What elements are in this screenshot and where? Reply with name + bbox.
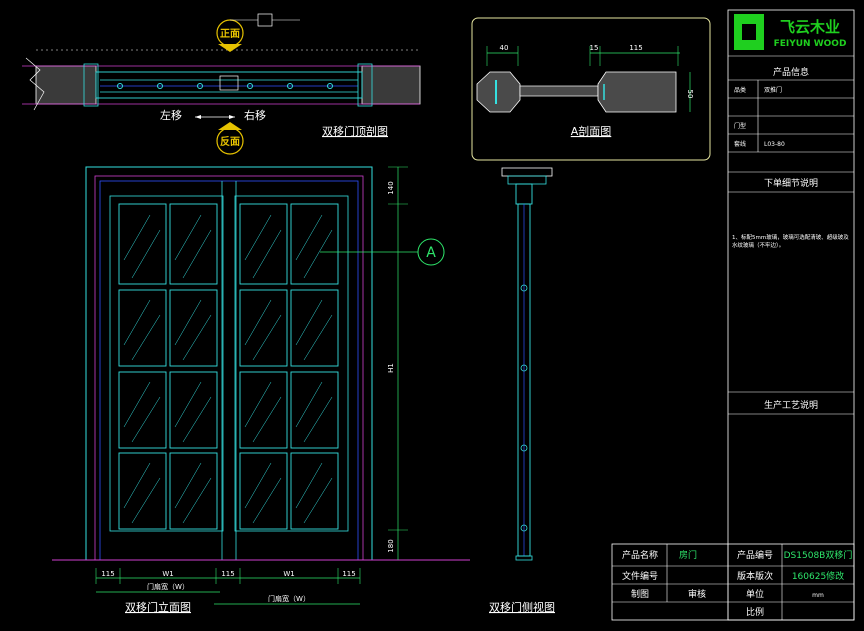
review-label: 审核 bbox=[688, 588, 706, 600]
leaf-width-b: 门扇宽（W） bbox=[268, 594, 310, 603]
dim-115: 115 bbox=[629, 44, 642, 52]
series-value: L03-80 bbox=[764, 141, 785, 148]
category-value: 双推门 bbox=[764, 86, 782, 94]
note-box: 1、标配5mm玻璃，玻璃可选配清玻、超级玻及水纹玻璃（不牢边）。 bbox=[732, 235, 849, 249]
brand-cn: 飞云木业 bbox=[780, 18, 840, 36]
title-block: 飞云木业 FEIYUN WOOD 产品信息 品类 双推门 门型 套线 L03-8… bbox=[727, 9, 855, 621]
dim-40: 40 bbox=[500, 44, 509, 52]
right-move-label: 右移 bbox=[244, 108, 266, 122]
side-view: 双移门侧视图 bbox=[489, 167, 555, 614]
unit-label: 单位 bbox=[746, 588, 764, 600]
door-elevation: A 140 H1 180 115 W1 115 W1 115 门扇宽（W） 门扇… bbox=[52, 166, 470, 614]
elevation-title: 双移门立面图 bbox=[125, 600, 191, 614]
callout-a: A bbox=[426, 245, 436, 261]
dim-115-b: 115 bbox=[221, 570, 234, 578]
section-a-title: A剖面图 bbox=[571, 124, 612, 138]
back-badge: 反面 bbox=[216, 122, 244, 155]
front-badge: 正面 bbox=[216, 19, 244, 52]
door-type-label: 门型 bbox=[734, 122, 746, 130]
dim-h1: H1 bbox=[387, 363, 395, 373]
product-info-heading: 产品信息 bbox=[773, 66, 809, 78]
version-label: 版本版次 bbox=[737, 570, 773, 582]
section-a-view: 40 15 115 50 A剖面图 bbox=[471, 17, 711, 161]
version-value: 160625修改 bbox=[792, 570, 844, 582]
lower-detail-heading: 下单细节说明 bbox=[764, 177, 818, 189]
scale-label: 比例 bbox=[746, 606, 764, 618]
dim-w1-b: W1 bbox=[283, 570, 294, 578]
front-badge-label: 正面 bbox=[220, 28, 240, 40]
process-heading: 生产工艺说明 bbox=[764, 399, 818, 411]
top-section-title: 双移门顶剖图 bbox=[322, 124, 388, 138]
dim-180: 180 bbox=[387, 539, 395, 552]
dim-15: 15 bbox=[590, 44, 599, 52]
note-text: 1、标配5mm玻璃，玻璃可选配清玻、超级玻及水纹玻璃（不牢边）。 bbox=[732, 235, 849, 249]
side-view-title: 双移门侧视图 bbox=[489, 600, 555, 614]
left-move-label: 左移 bbox=[160, 109, 182, 122]
back-badge-label: 反面 bbox=[220, 135, 240, 148]
leaf-width-a: 门扇宽（W） bbox=[147, 582, 189, 591]
product-code-label: 产品编号 bbox=[737, 549, 773, 561]
top-section-view: 正面 反面 左移 右移 双移门顶剖图 bbox=[22, 13, 421, 155]
product-code-value: DS1508B双移门 bbox=[784, 549, 853, 561]
dim-w1-a: W1 bbox=[162, 570, 173, 578]
brand-en: FEIYUN WOOD bbox=[774, 39, 847, 49]
product-name-label: 产品名称 bbox=[622, 549, 658, 561]
series-label: 套线 bbox=[734, 140, 746, 148]
drawn-label: 制图 bbox=[631, 588, 649, 600]
unit-value: mm bbox=[812, 592, 824, 599]
dim-50: 50 bbox=[686, 90, 694, 99]
dim-115-a: 115 bbox=[101, 570, 114, 578]
category-label: 品类 bbox=[734, 86, 746, 94]
dim-140: 140 bbox=[387, 181, 395, 194]
dim-115-c: 115 bbox=[342, 570, 355, 578]
bottom-table: 产品名称 房门 产品编号 DS1508B双移门 文件编号 版本版次 160625… bbox=[611, 543, 855, 621]
file-no-label: 文件编号 bbox=[622, 570, 658, 582]
product-name-value: 房门 bbox=[679, 549, 697, 561]
